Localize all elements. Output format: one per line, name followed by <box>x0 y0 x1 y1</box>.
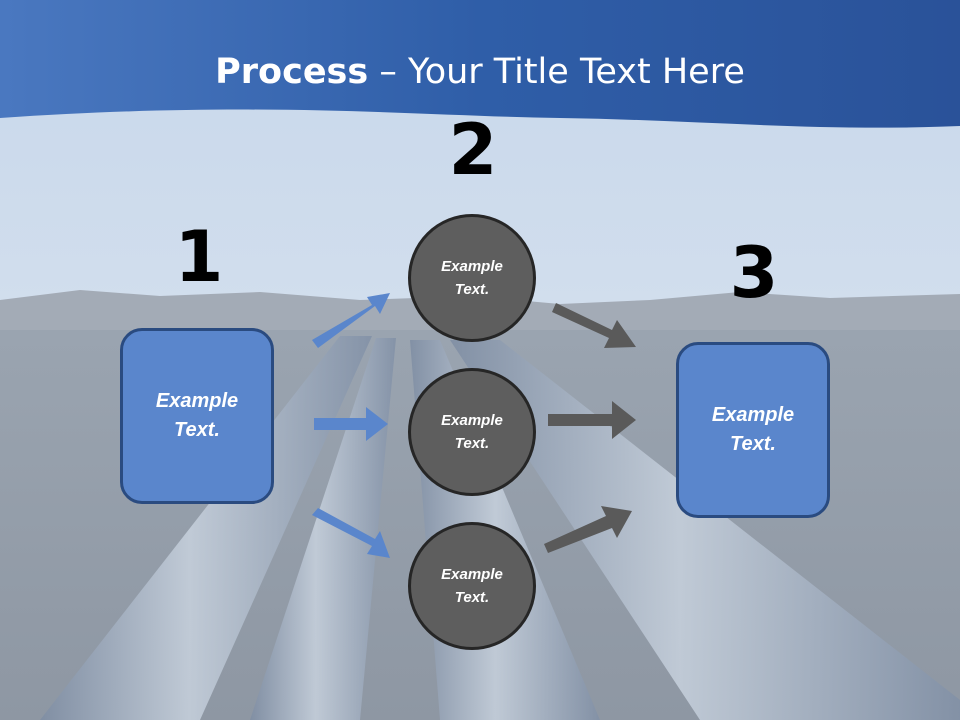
arrow-right-icon <box>548 401 636 439</box>
step-circle-bottom[interactable]: Example Text. <box>408 522 536 650</box>
circle-middle-line2: Text. <box>454 435 490 452</box>
circle-bottom-line2: Text. <box>454 589 490 606</box>
circle-top-text: Example Text. <box>441 255 503 301</box>
circle-top-line1: Example <box>441 258 503 275</box>
step-number-2: 2 <box>448 109 498 191</box>
arrow-right-icon <box>312 293 390 348</box>
arrow-right-icon <box>312 508 390 558</box>
circle-middle-line1: Example <box>441 412 503 429</box>
circle-bottom-text: Example Text. <box>441 563 503 609</box>
step-circle-top[interactable]: Example Text. <box>408 214 536 342</box>
box-left-line1: Example <box>155 390 239 412</box>
circle-middle-text: Example Text. <box>441 409 503 455</box>
circle-top-line2: Text. <box>454 281 490 298</box>
box-left-line2: Text. <box>174 419 220 441</box>
box-right-line2: Text. <box>730 433 776 455</box>
arrow-right-icon <box>314 407 388 441</box>
step-box-right[interactable]: Example Text. <box>676 342 830 518</box>
page-title: Process – Your Title Text Here <box>0 52 960 92</box>
step-number-1: 1 <box>174 216 224 298</box>
arrow-right-icon <box>552 303 636 348</box>
step-box-left[interactable]: Example Text. <box>120 328 274 504</box>
title-bold: Process <box>215 52 369 92</box>
arrow-right-icon <box>544 506 632 553</box>
box-right-line1: Example <box>711 404 795 426</box>
title-rest: – Your Title Text Here <box>368 52 745 92</box>
box-left-text: Example Text. <box>156 387 238 445</box>
step-circle-middle[interactable]: Example Text. <box>408 368 536 496</box>
box-right-text: Example Text. <box>712 401 794 459</box>
circle-bottom-line1: Example <box>441 566 503 583</box>
step-number-3: 3 <box>729 232 779 314</box>
